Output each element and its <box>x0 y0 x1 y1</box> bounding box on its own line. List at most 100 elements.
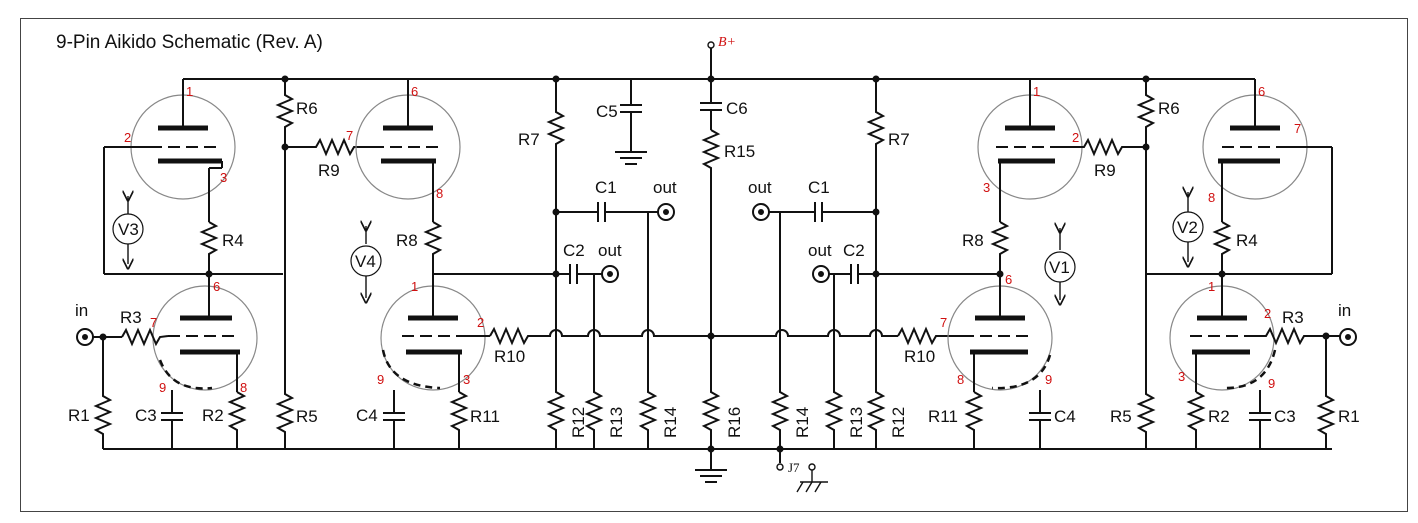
svg-text:6: 6 <box>1005 272 1012 287</box>
tube-v2-upper: 6 7 8 <box>1202 79 1332 222</box>
title-main: 9-Pin Aikido Schematic <box>56 32 251 53</box>
c3-right-label: C3 <box>1274 407 1296 426</box>
svg-text:8: 8 <box>957 372 964 387</box>
v1-label: V1 <box>1049 258 1070 277</box>
r13-right-label: R13 <box>847 407 866 438</box>
r7-left-label: R7 <box>518 130 540 149</box>
r12-right-label: R12 <box>889 407 908 438</box>
r13-left-label: R13 <box>607 407 626 438</box>
c4-right-capacitor: C4 <box>1029 390 1076 449</box>
v3-label: V3 <box>118 220 139 239</box>
c1-left-capacitor: C1 out <box>556 178 677 222</box>
c3-right-capacitor: C3 <box>1249 390 1296 449</box>
c5-capacitor: C5 <box>596 79 647 165</box>
r7-right-resistor: R7 R12 <box>866 75 910 449</box>
v1-meter: V1 <box>1044 228 1076 300</box>
r2-right-label: R2 <box>1208 407 1230 426</box>
r11-right-resistor: R11 <box>928 391 984 449</box>
tube-v2-lower: 1 2 3 9 <box>1169 274 1277 392</box>
c1-right-capacitor: C1 out <box>748 178 876 222</box>
bplus-rail: B+ <box>183 35 1255 83</box>
svg-text:8: 8 <box>240 380 247 395</box>
svg-text:6: 6 <box>213 279 220 294</box>
r6-left-label: R6 <box>296 99 318 118</box>
svg-text:1: 1 <box>1208 279 1215 294</box>
r9-left-resistor: R9 <box>285 137 372 180</box>
r11-left-label: R11 <box>470 407 500 426</box>
r8-left-resistor: R8 <box>396 221 443 274</box>
input-right-label: in <box>1338 301 1351 320</box>
c5-label: C5 <box>596 102 618 121</box>
r8-left-label: R8 <box>396 231 418 250</box>
svg-text:8: 8 <box>436 186 443 201</box>
r14-right-resistor: R14 <box>770 212 812 453</box>
r9-right-label: R9 <box>1094 161 1116 180</box>
svg-text:2: 2 <box>477 315 484 330</box>
r2-right-resistor: R2 <box>1186 391 1230 449</box>
c4-right-label: C4 <box>1054 407 1076 426</box>
v2-feedback-loop <box>1146 147 1333 275</box>
r16-resistor: R16 <box>701 336 744 449</box>
r15-resistor: R15 <box>701 129 755 340</box>
r2-left-label: R2 <box>202 406 224 425</box>
c6-capacitor: C6 <box>700 79 748 130</box>
r15-label: R15 <box>724 142 755 161</box>
r10-left-label: R10 <box>494 347 525 366</box>
tube-v1-lower: 6 7 8 9 <box>940 272 1053 392</box>
c1-right-label: C1 <box>808 178 830 197</box>
c2-left-capacitor: C2 out <box>556 241 622 284</box>
svg-text:1: 1 <box>186 84 193 99</box>
r5-right-label: R5 <box>1110 407 1132 426</box>
c3-left-label: C3 <box>135 406 157 425</box>
svg-text:6: 6 <box>1258 84 1265 99</box>
r11-left-resistor: R11 <box>449 391 500 449</box>
v3-feedback-loop <box>103 147 283 275</box>
r1-left-label: R1 <box>68 406 90 425</box>
r4-left-resistor: R4 <box>199 221 244 278</box>
svg-text:7: 7 <box>150 315 157 330</box>
c6-label: C6 <box>726 99 748 118</box>
svg-text:3: 3 <box>220 170 227 185</box>
r3-right-label: R3 <box>1282 308 1304 327</box>
tube-v1-upper: 1 2 3 <box>977 79 1083 222</box>
r1-right-label: R1 <box>1338 407 1360 426</box>
svg-text:2: 2 <box>124 130 131 145</box>
svg-text:6: 6 <box>411 84 418 99</box>
out-right-bottom-label: out <box>808 241 832 260</box>
r7-right-label: R7 <box>888 130 910 149</box>
c1-left-label: C1 <box>595 178 617 197</box>
v2-label: V2 <box>1177 218 1198 237</box>
r4-right-label: R4 <box>1236 231 1258 250</box>
r8-right-resistor: R8 <box>962 221 1010 278</box>
svg-text:7: 7 <box>940 315 947 330</box>
out-left-bottom-label: out <box>598 241 622 260</box>
schematic-title: 9-Pin Aikido Schematic (Rev. A) <box>56 32 323 54</box>
r12-left-label: R12 <box>569 407 588 438</box>
r10-left-resistor: R10 <box>489 326 535 366</box>
r14-right-label: R14 <box>793 407 812 438</box>
svg-text:3: 3 <box>983 180 990 195</box>
out-right-top-label: out <box>748 178 772 197</box>
r10-right-resistor: R10 <box>897 326 962 366</box>
ground-rail <box>103 445 1332 483</box>
bplus-label: B+ <box>718 35 736 50</box>
svg-text:2: 2 <box>1264 306 1271 321</box>
r16-label: R16 <box>725 407 744 438</box>
c3-left-capacitor: C3 <box>135 390 183 449</box>
svg-text:2: 2 <box>1072 130 1079 145</box>
svg-text:3: 3 <box>1178 369 1185 384</box>
r6-r5-left-divider: R6 R5 <box>275 75 318 449</box>
r1-left-resistor: R1 <box>68 337 113 449</box>
v2-meter: V2 <box>1172 192 1204 262</box>
r3-left-resistor: R3 <box>120 308 169 347</box>
r14-left-label: R14 <box>661 407 680 438</box>
j7-label: J7 <box>788 460 800 475</box>
tube-v3-upper: 1 2 3 <box>104 79 236 200</box>
v4-meter: V4 <box>350 226 382 298</box>
r3-right-resistor: R3 <box>1256 308 1340 346</box>
bias-bus <box>535 329 898 337</box>
r6-r5-right-divider: R6 R5 <box>1110 75 1180 449</box>
c2-right-label: C2 <box>843 241 865 260</box>
r6-right-label: R6 <box>1158 99 1180 118</box>
